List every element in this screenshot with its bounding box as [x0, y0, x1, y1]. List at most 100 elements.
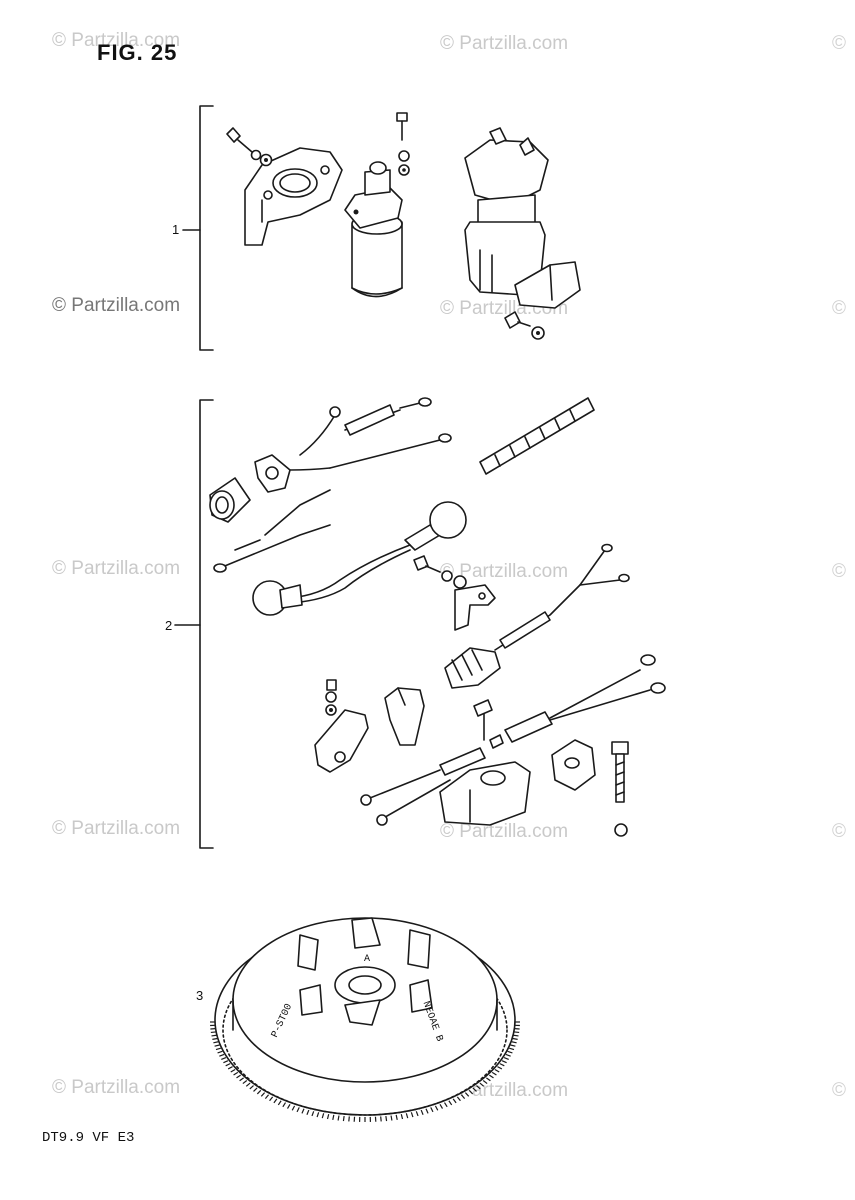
watermark-center-4: © Partzilla.com	[440, 821, 569, 842]
gear-tooth	[245, 1082, 251, 1087]
model-code: DT9.9 VF E3	[42, 1130, 135, 1146]
gear-tooth	[223, 1060, 229, 1064]
group-1-bracket	[182, 105, 214, 351]
gear-tooth	[342, 1115, 345, 1122]
gear-tooth	[509, 1047, 515, 1051]
watermark-left-2: © Partzilla.com	[52, 295, 181, 316]
bolt-right[interactable]	[611, 741, 629, 837]
pulser-coil[interactable]	[314, 687, 425, 773]
gear-tooth	[233, 1071, 239, 1076]
starter-bolt[interactable]	[396, 112, 410, 176]
rectifier-plate[interactable]	[551, 739, 596, 791]
wire-sleeve[interactable]	[479, 397, 595, 475]
watermark-top-center: © Partzilla.com	[440, 33, 569, 54]
gear-tooth	[215, 1047, 221, 1051]
solenoid-bolt[interactable]	[504, 311, 545, 340]
gear-tooth	[337, 1115, 340, 1121]
gear-tooth	[321, 1113, 325, 1119]
gear-tooth	[242, 1080, 248, 1085]
gear-tooth	[503, 1057, 509, 1061]
gear-tooth	[489, 1074, 494, 1079]
gear-tooth	[214, 1044, 220, 1047]
gear-tooth	[497, 1066, 503, 1070]
gear-tooth	[507, 1050, 513, 1054]
gear-tooth	[227, 1066, 233, 1070]
gear-tooth	[395, 1114, 398, 1120]
gear-tooth	[239, 1077, 245, 1082]
gear-tooth	[230, 1068, 236, 1073]
gear-tooth	[494, 1068, 500, 1073]
gear-tooth	[296, 1107, 300, 1113]
gear-tooth	[390, 1115, 393, 1121]
gear-tooth	[332, 1114, 335, 1120]
gear-tooth	[511, 1041, 517, 1044]
watermark-left-5: © Partzilla.com	[52, 1077, 181, 1098]
gear-tooth	[448, 1100, 453, 1106]
gear-tooth	[286, 1103, 291, 1109]
gear-tooth	[476, 1085, 481, 1090]
wire-harness-lower[interactable]	[360, 654, 666, 826]
gear-tooth	[510, 1044, 516, 1047]
gear-tooth	[456, 1096, 461, 1102]
gear-tooth	[430, 1107, 434, 1113]
gear-tooth	[311, 1111, 315, 1117]
flywheel-ring-gear	[210, 1021, 520, 1122]
starter-solenoid[interactable]	[464, 127, 581, 309]
screw-center[interactable]	[473, 699, 493, 741]
callout-3[interactable]: 3	[196, 988, 204, 1003]
gear-tooth	[434, 1105, 439, 1111]
gear-tooth	[221, 1057, 227, 1061]
gear-tooth	[482, 1080, 488, 1085]
gear-tooth	[491, 1071, 497, 1076]
gear-tooth	[501, 1060, 507, 1064]
socket-connector[interactable]	[209, 454, 291, 523]
gear-tooth	[464, 1092, 470, 1097]
gear-tooth	[256, 1089, 262, 1095]
gear-tooth	[405, 1113, 409, 1119]
gear-tooth	[385, 1115, 388, 1122]
watermark-center-3: © Partzilla.com	[440, 561, 569, 582]
temperature-sensor[interactable]	[444, 543, 630, 689]
callout-2[interactable]: 2	[165, 618, 173, 633]
gear-tooth	[380, 1116, 382, 1122]
gear-tooth	[468, 1089, 474, 1095]
gear-tooth	[249, 1085, 254, 1090]
gear-tooth	[415, 1111, 419, 1117]
screw-washer[interactable]	[325, 679, 337, 716]
cable-clamp[interactable]	[439, 761, 531, 826]
gear-tooth	[253, 1087, 258, 1092]
bracket-bolt[interactable]	[226, 127, 273, 167]
ignition-coil[interactable]	[213, 489, 467, 616]
flywheel[interactable]	[214, 917, 516, 1116]
gear-tooth	[512, 1037, 518, 1040]
gear-tooth	[410, 1112, 414, 1118]
gear-tooth	[499, 1063, 505, 1067]
gear-tooth	[443, 1102, 448, 1108]
callout-1[interactable]: 1	[172, 222, 180, 237]
gear-tooth	[400, 1114, 404, 1120]
gear-tooth	[282, 1102, 287, 1108]
gear-tooth	[439, 1103, 444, 1109]
gear-tooth	[460, 1094, 466, 1099]
watermark-top-left: © Partzilla.com	[52, 30, 181, 51]
watermark-symbol-right-5: ©	[832, 1080, 846, 1101]
gear-tooth	[306, 1109, 310, 1115]
gear-tooth	[273, 1098, 278, 1104]
gear-tooth	[211, 1034, 217, 1037]
gear-tooth	[514, 1031, 520, 1034]
watermark-symbol-right-3: ©	[832, 561, 846, 582]
gear-tooth	[485, 1077, 491, 1082]
clip-bracket[interactable]	[413, 555, 496, 631]
gear-tooth	[479, 1082, 485, 1087]
gear-tooth	[210, 1031, 216, 1034]
watermark-symbol-right-2: ©	[832, 298, 846, 319]
gear-tooth	[316, 1112, 320, 1118]
gear-tooth	[217, 1050, 223, 1054]
watermark-left-3: © Partzilla.com	[52, 558, 181, 579]
wire-harness-upper[interactable]	[289, 397, 452, 471]
gear-tooth	[269, 1096, 274, 1102]
starter-bracket[interactable]	[244, 147, 343, 246]
starter-motor[interactable]	[344, 161, 403, 298]
gear-tooth	[264, 1094, 270, 1099]
